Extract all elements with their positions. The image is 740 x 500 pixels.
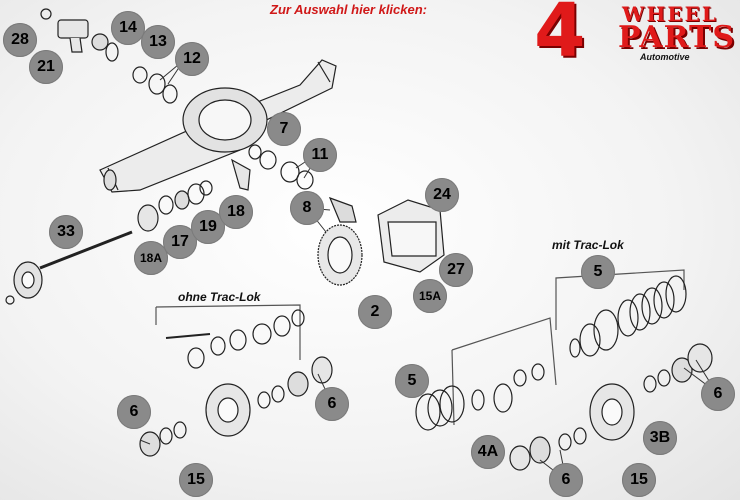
select-prompt: Zur Auswahl hier klicken: bbox=[270, 2, 428, 17]
part-28-button[interactable]: 28 bbox=[3, 23, 37, 57]
logo-numeral: 4 bbox=[534, 0, 586, 74]
part-6-right-button[interactable]: 6 bbox=[701, 377, 735, 411]
part-6-center-button[interactable]: 6 bbox=[315, 387, 349, 421]
caption-without-traclok: ohne Trac-Lok bbox=[178, 290, 261, 304]
part-18-button[interactable]: 18 bbox=[219, 195, 253, 229]
axle-shaft bbox=[5, 180, 213, 305]
part-7-button[interactable]: 7 bbox=[267, 112, 301, 146]
logo-tagline: Automotive bbox=[640, 52, 690, 62]
part-6-left-button[interactable]: 6 bbox=[117, 395, 151, 429]
logo-word-wheel: WHEEL bbox=[622, 2, 718, 26]
brand-logo[interactable]: 4 WHEEL PARTS Automotive bbox=[530, 0, 740, 74]
axle-housing bbox=[99, 59, 337, 193]
pinion-shims bbox=[231, 144, 314, 191]
part-5-left-traclok-button[interactable]: 5 bbox=[395, 364, 429, 398]
part-27-button[interactable]: 27 bbox=[439, 253, 473, 287]
part-11-button[interactable]: 11 bbox=[303, 138, 337, 172]
part-5-traclok-button[interactable]: 5 bbox=[581, 255, 615, 289]
part-33-button[interactable]: 33 bbox=[49, 215, 83, 249]
logo-word-parts: PARTS bbox=[618, 20, 736, 55]
part-12-button[interactable]: 12 bbox=[175, 42, 209, 76]
part-21-button[interactable]: 21 bbox=[29, 50, 63, 84]
part-15-right-button[interactable]: 15 bbox=[622, 463, 656, 497]
part-2-button[interactable]: 2 bbox=[358, 295, 392, 329]
diff-cover bbox=[377, 199, 445, 273]
diff-without-traclok bbox=[139, 304, 333, 457]
part-3B-button[interactable]: 3B bbox=[643, 421, 677, 455]
part-8-button[interactable]: 8 bbox=[290, 191, 324, 225]
part-15A-button[interactable]: 15A bbox=[413, 279, 447, 313]
yoke-assembly bbox=[40, 8, 178, 104]
caption-with-traclok: mit Trac-Lok bbox=[552, 238, 624, 252]
part-15-left-button[interactable]: 15 bbox=[179, 463, 213, 497]
part-14-button[interactable]: 14 bbox=[111, 11, 145, 45]
part-18A-button[interactable]: 18A bbox=[134, 241, 168, 275]
part-24-button[interactable]: 24 bbox=[425, 178, 459, 212]
diff-with-traclok bbox=[415, 269, 713, 471]
part-4A-button[interactable]: 4A bbox=[471, 435, 505, 469]
part-13-button[interactable]: 13 bbox=[141, 25, 175, 59]
ring-pinion-gear bbox=[317, 196, 363, 286]
part-6-bottom-button[interactable]: 6 bbox=[549, 463, 583, 497]
